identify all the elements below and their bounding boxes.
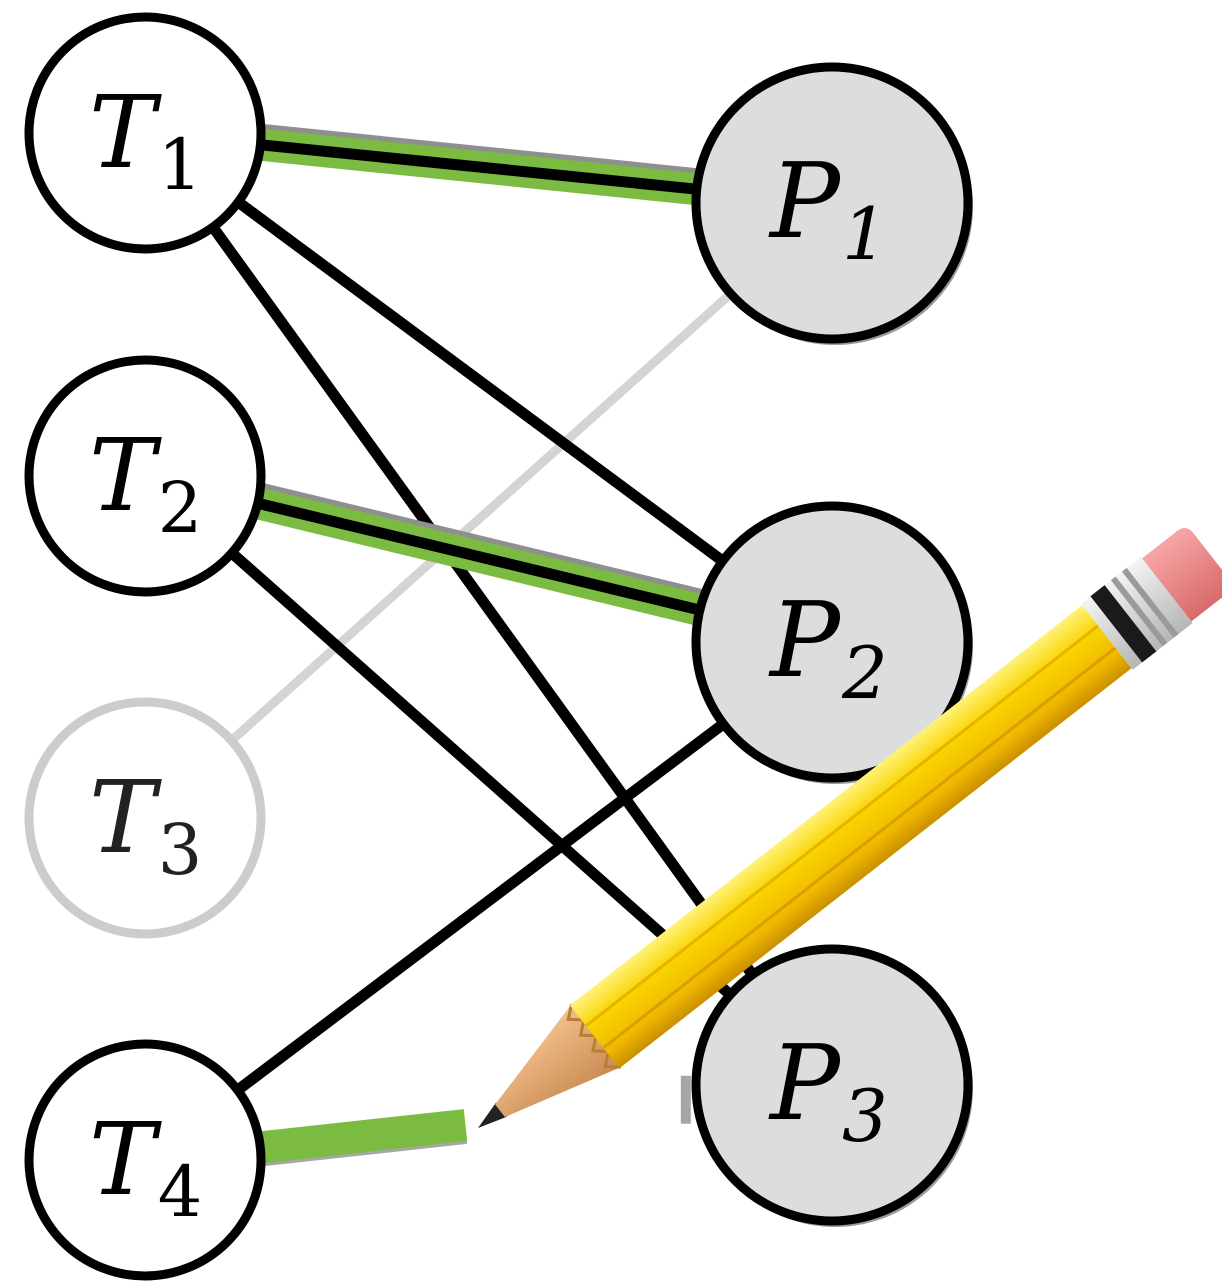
node-label-p3: P3 <box>768 1022 888 1158</box>
node-label-t2: T2 <box>89 417 202 549</box>
edge-t2-p3 <box>228 548 734 999</box>
node-label-t3: T3 <box>89 759 202 891</box>
edge-t1-p1 <box>258 123 699 206</box>
edge-t4-p3 <box>258 1075 691 1167</box>
node-t1: T1 <box>24 12 266 254</box>
edge-t1-p3 <box>208 223 757 978</box>
edge-t3-p1 <box>228 290 734 744</box>
edge-t4-p2 <box>234 719 727 1095</box>
node-p1: P1 <box>691 62 973 345</box>
node-label-p2: P2 <box>768 579 888 715</box>
node-p2: P2 <box>691 501 973 784</box>
edge-t1-p2 <box>234 197 726 566</box>
node-label-t4: T4 <box>89 1101 202 1233</box>
node-t3: T3 <box>24 697 266 939</box>
pencil-icon <box>478 528 1222 1128</box>
node-p3: P3 <box>691 944 973 1227</box>
edge-t2-p2 <box>253 482 705 626</box>
node-t2: T2 <box>24 355 266 597</box>
edges-layer <box>208 123 757 1167</box>
node-label-t1: T1 <box>89 74 202 206</box>
node-t4: T4 <box>24 1039 266 1281</box>
node-label-p1: P1 <box>768 140 888 276</box>
